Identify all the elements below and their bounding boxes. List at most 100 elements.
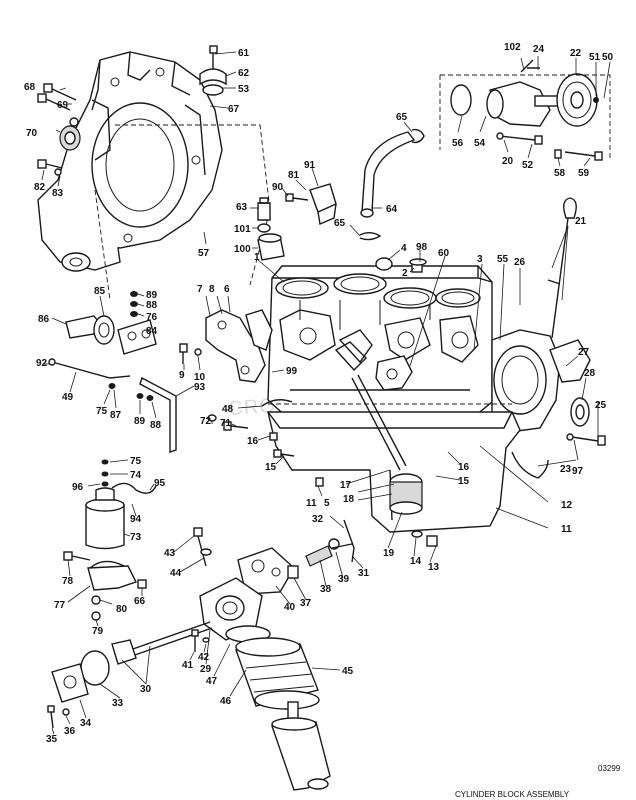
cover-plate-34	[51, 663, 89, 703]
callout-12: 12	[561, 500, 573, 511]
oil-pickup	[351, 374, 423, 515]
callout-6: 6	[224, 284, 230, 295]
callout-95: 95	[154, 478, 166, 489]
ignition-coil-73	[85, 487, 125, 550]
bolts-pan	[207, 414, 324, 487]
callout-83: 83	[52, 188, 64, 199]
callout-39: 39	[338, 574, 350, 585]
callout-67: 67	[228, 104, 240, 115]
callout-19: 19	[383, 548, 395, 559]
sender-100	[257, 233, 285, 261]
callout-78: 78	[62, 576, 74, 587]
callout-32: 32	[312, 514, 324, 525]
callout-10: 10	[194, 372, 206, 383]
callout-20: 20	[502, 156, 514, 167]
callout-97: 97	[572, 466, 584, 477]
bolts-68-69	[37, 83, 79, 127]
callout-24: 24	[533, 44, 545, 55]
oil-pan	[267, 403, 521, 533]
callout-8: 8	[209, 284, 215, 295]
bolt-82	[37, 159, 63, 176]
callout-30: 30	[140, 684, 152, 695]
callout-80: 80	[116, 604, 128, 615]
callout-73: 73	[130, 532, 142, 543]
callout-102: 102	[504, 42, 521, 53]
plug-98	[409, 258, 427, 273]
callout-98: 98	[416, 242, 428, 253]
callout-46: 46	[220, 696, 232, 707]
callout-90: 90	[272, 182, 284, 193]
callout-56: 56	[452, 138, 464, 149]
rod-30	[111, 621, 213, 665]
cylinder-block	[267, 265, 493, 421]
callout-14: 14	[410, 556, 422, 567]
mount-bracket-rear	[245, 309, 273, 351]
callout-31: 31	[358, 568, 370, 579]
callout-86: 86	[38, 314, 50, 325]
callout-53: 53	[238, 84, 250, 95]
callout-45: 45	[342, 666, 354, 677]
callout-40: 40	[284, 602, 296, 613]
bolt-78	[63, 551, 91, 561]
relay-84	[117, 319, 157, 355]
callout-26: 26	[514, 257, 526, 268]
callout-68: 68	[24, 82, 36, 93]
callout-76: 76	[146, 312, 158, 323]
bolts-35-36	[47, 705, 70, 729]
callout-65a: 65	[396, 112, 408, 123]
footer-title: CYLINDER BLOCK ASSEMBLY	[455, 790, 570, 799]
callout-91: 91	[304, 160, 316, 171]
callout-82: 82	[34, 182, 46, 193]
hose-fitting-31-32	[343, 519, 355, 563]
callout-47: 47	[206, 676, 218, 687]
bolts-41-42	[191, 629, 210, 652]
water-pump	[450, 59, 599, 127]
callout-60: 60	[438, 248, 450, 259]
drain-cap	[61, 252, 91, 272]
callout-85: 85	[94, 286, 106, 297]
callout-37: 37	[300, 598, 312, 609]
nut-79	[91, 611, 101, 621]
drain-plug-14-13	[411, 530, 438, 547]
fittings-37-38-39	[287, 538, 353, 579]
gasket-48	[261, 399, 293, 407]
cap-101	[257, 223, 271, 233]
leader-lines	[41, 51, 611, 735]
callout-34: 34	[80, 718, 92, 729]
drawing-code: 03299	[598, 764, 621, 773]
flywheel-housing	[57, 51, 223, 249]
oil-pump-bracket	[334, 341, 413, 391]
callout-58: 58	[554, 168, 566, 179]
callout-17: 17	[340, 480, 352, 491]
cable-93	[139, 376, 177, 453]
callout-81: 81	[288, 170, 300, 181]
gasket-33	[80, 650, 110, 686]
callout-52: 52	[522, 160, 534, 171]
callout-87: 87	[110, 410, 122, 421]
bolts-9-10	[179, 343, 202, 364]
dipstick	[547, 197, 577, 339]
fitting-63	[257, 197, 271, 221]
callout-28: 28	[584, 368, 596, 379]
timing-cover	[491, 329, 591, 433]
callout-7: 7	[197, 284, 203, 295]
callout-72: 72	[200, 416, 212, 427]
bracket-91	[285, 183, 337, 225]
callout-54: 54	[474, 138, 486, 149]
callout-96: 96	[72, 482, 84, 493]
callout-29: 29	[200, 664, 212, 675]
oil-filter-adapter	[199, 577, 263, 641]
seal-70	[59, 125, 81, 151]
callout-79: 79	[92, 626, 104, 637]
callout-57: 57	[198, 248, 210, 259]
callout-5: 5	[324, 498, 330, 509]
callout-3: 3	[477, 254, 483, 265]
callout-64: 64	[386, 204, 398, 215]
callout-51: 51	[589, 52, 601, 63]
callout-100: 100	[234, 244, 251, 255]
nut-80	[91, 595, 101, 605]
seal-28	[570, 397, 590, 427]
callout-94: 94	[130, 514, 142, 525]
callout-65b: 65	[334, 218, 346, 229]
